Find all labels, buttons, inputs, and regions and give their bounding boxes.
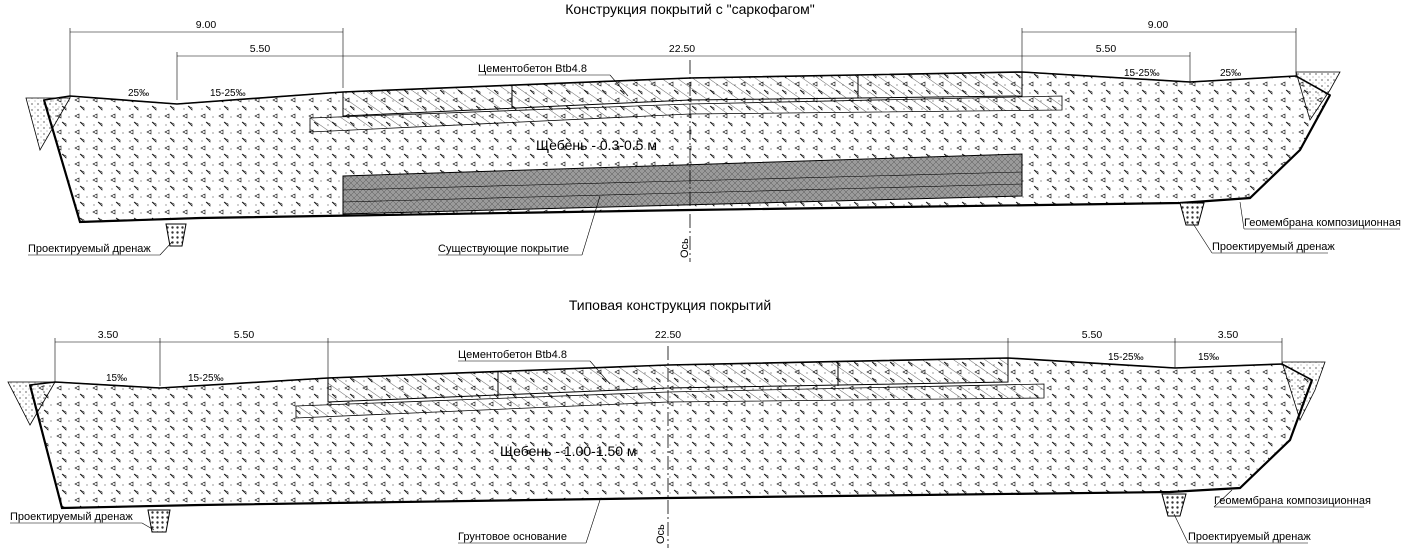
dim-right-inner: 5.50 xyxy=(1096,43,1117,55)
slope-2a: 15‰ xyxy=(106,373,127,384)
axis-label-1: Ось xyxy=(679,238,691,258)
slope-2c: 15-25‰ xyxy=(1108,352,1144,363)
drain-label-left-2: Проектируемый дренаж xyxy=(10,511,133,523)
concrete-label-1: Цементобетон Btb4.8 xyxy=(478,63,587,75)
drain-label-right-1: Проектируемый дренаж xyxy=(1212,241,1335,253)
section-1-title: Конструкция покрытий с "саркофагом" xyxy=(565,1,814,17)
dim2-2: 5.50 xyxy=(234,329,255,341)
dim-center: 22.50 xyxy=(669,43,695,55)
membrane-label-2: Геомембрана композиционная xyxy=(1214,495,1371,507)
drain-right-1 xyxy=(1179,202,1205,226)
dim-right-outer: 9.00 xyxy=(1148,19,1169,31)
slope-1d: 25‰ xyxy=(1220,68,1241,79)
drain-label-right-2: Проектируемый дренаж xyxy=(1188,531,1311,543)
slope-2d: 15‰ xyxy=(1198,352,1219,363)
gravel-label-2: Щебень - 1.00-1.50 м xyxy=(500,443,637,459)
slope-1c: 15-25‰ xyxy=(1124,68,1160,79)
section-typical: Типовая конструкция покрытий 3.50 5.50 2… xyxy=(7,297,1371,548)
section-2-dimensions: 3.50 5.50 22.50 5.50 3.50 xyxy=(54,329,1283,386)
dim2-1: 3.50 xyxy=(98,329,119,341)
axis-label-2: Ось xyxy=(655,524,667,544)
dim-left-inner: 5.50 xyxy=(250,43,271,55)
dim2-5: 3.50 xyxy=(1218,329,1239,341)
membrane-label-1: Геомембрана композиционная xyxy=(1244,217,1401,229)
concrete-label-2: Цементобетон Btb4.8 xyxy=(458,349,567,361)
section-1-dimensions: 9.00 5.50 22.50 5.50 9.00 xyxy=(69,19,1297,100)
slope-2b: 15-25‰ xyxy=(188,373,224,384)
section-sarcophagus: Конструкция покрытий с "саркофагом" 9.00… xyxy=(25,1,1401,262)
drain-label-left-1: Проектируемый дренаж xyxy=(28,243,151,255)
drain-right-2 xyxy=(1161,493,1187,517)
soil-label: Грунтовое основание xyxy=(458,531,567,543)
dim2-4: 5.50 xyxy=(1082,329,1103,341)
existing-label: Существующие покрытие xyxy=(438,243,569,255)
drain-left-1 xyxy=(165,223,187,247)
section-2-title: Типовая конструкция покрытий xyxy=(569,297,771,313)
slope-1b: 15-25‰ xyxy=(210,88,246,99)
gravel-label-1: Щебень - 0.3-0.5 м xyxy=(536,137,657,153)
existing-pavement xyxy=(342,153,1023,215)
membrane-line-2 xyxy=(28,379,1314,510)
membrane-line-1 xyxy=(42,94,1331,224)
dim-left-outer: 9.00 xyxy=(196,19,217,31)
slope-1a: 25‰ xyxy=(128,88,149,99)
drain-left-2 xyxy=(147,509,171,533)
dim2-3: 22.50 xyxy=(655,329,681,341)
